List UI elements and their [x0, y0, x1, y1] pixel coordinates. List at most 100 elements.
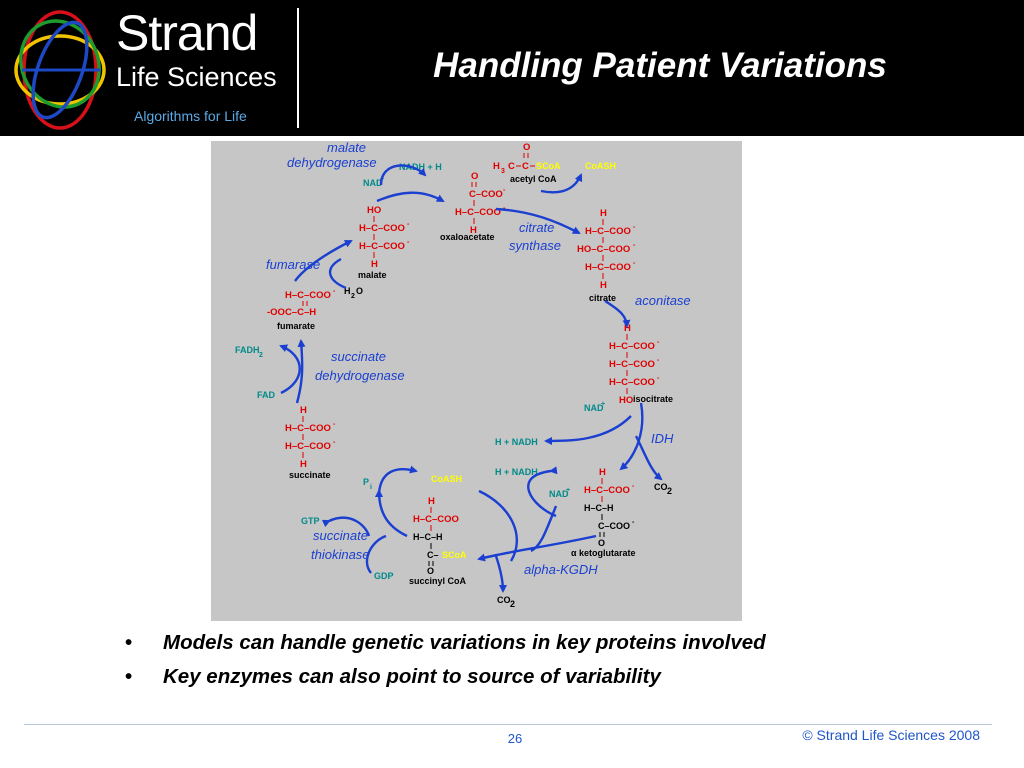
svg-text:C: C — [522, 161, 529, 172]
svg-text:H: H — [300, 405, 307, 416]
logo-brand-subtitle: Life Sciences — [116, 62, 277, 92]
logo-divider — [297, 8, 299, 128]
svg-text:-OOC–C–H: -OOC–C–H — [267, 307, 316, 318]
svg-text:-: - — [657, 357, 660, 364]
svg-text:P: P — [363, 477, 369, 487]
svg-text:NAD: NAD — [549, 489, 569, 499]
enzyme-succinate-thiokinase-line1: succinate — [313, 528, 368, 543]
enzyme-succinate-dehydrogenase-line2: dehydrogenase — [315, 368, 405, 383]
svg-text:H–C–COO: H–C–COO — [609, 341, 655, 352]
svg-text:H–C–COO: H–C–COO — [609, 359, 655, 370]
svg-text:-: - — [632, 483, 635, 490]
svg-text:malate: malate — [358, 270, 387, 280]
cofactor-h2o: H 2 O — [344, 286, 363, 300]
cofactor-nad-idh: NAD + — [584, 401, 605, 413]
svg-text:-: - — [407, 239, 410, 246]
molecule-alpha-ketoglutarate: H H–C–COO- H–C–H C–COO- O α ketoglutarat… — [571, 467, 636, 558]
cofactor-nad-kgdh: NAD + — [549, 487, 570, 499]
cofactor-coash-mid: CoASH — [431, 474, 462, 484]
svg-text:-: - — [633, 242, 636, 249]
svg-text:acetyl CoA: acetyl CoA — [510, 174, 557, 184]
molecule-succinate: H H–C–COO- H–C–COO- H succinate — [285, 405, 336, 480]
cofactor-pi: P i — [363, 477, 372, 491]
svg-text:C–COO: C–COO — [469, 189, 503, 200]
page-number: 26 — [507, 731, 523, 746]
logo-tagline: Algorithms for Life — [134, 108, 247, 124]
reaction-arrows — [279, 164, 663, 593]
cofactor-h-nadh-2: H + NADH — [495, 467, 538, 477]
enzyme-malate-dehydrogenase-line2: dehydrogenase — [287, 155, 377, 170]
svg-text:-: - — [633, 260, 636, 267]
svg-text:H–C–COO: H–C–COO — [359, 241, 405, 252]
svg-text:H–C–COO: H–C–COO — [285, 441, 331, 452]
svg-text:C–COO: C–COO — [598, 521, 630, 531]
enzyme-malate-dehydrogenase-line1: malate — [327, 141, 366, 155]
molecule-fumarate: H–C–COO- -OOC–C–H fumarate — [267, 288, 336, 331]
cofactor-co2-kgdh: CO 2 — [497, 595, 515, 609]
svg-text:-: - — [333, 421, 336, 428]
svg-text:succinate: succinate — [289, 470, 331, 480]
svg-text:succinyl CoA: succinyl CoA — [409, 576, 467, 586]
svg-text:H–C–H: H–C–H — [584, 503, 614, 513]
molecule-malate: HO H–C–COO- H–C–COO- H malate — [358, 205, 410, 280]
enzyme-idh: IDH — [651, 431, 674, 446]
svg-text:oxaloacetate: oxaloacetate — [440, 232, 495, 242]
svg-text:H–C–COO: H–C–COO — [609, 377, 655, 388]
bullet-list: •Models can handle genetic variations in… — [125, 628, 845, 696]
svg-text:H: H — [600, 208, 607, 219]
bullet-item: •Models can handle genetic variations in… — [125, 631, 766, 654]
svg-text:-: - — [503, 187, 506, 194]
svg-text:H–C–COO: H–C–COO — [285, 423, 331, 434]
copyright-text: © Strand Life Sciences 2008 — [802, 727, 980, 743]
cofactor-coash-top: CoASH — [585, 161, 616, 171]
svg-text:H: H — [428, 496, 435, 507]
svg-text:-: - — [333, 439, 336, 446]
svg-text:+: + — [566, 487, 570, 494]
cofactor-co2-idh: CO 2 — [654, 482, 672, 496]
svg-text:H–C–COO: H–C–COO — [584, 485, 630, 496]
svg-text:H: H — [600, 280, 607, 291]
cofactor-fad: FAD — [257, 390, 276, 400]
svg-text:CO: CO — [654, 482, 668, 492]
svg-text:2: 2 — [667, 486, 672, 496]
svg-text:H–C–COO: H–C–COO — [359, 223, 405, 234]
svg-text:+: + — [601, 401, 605, 408]
cofactor-nadh-h-top: NADH + H — [399, 162, 442, 172]
svg-text:α ketoglutarate: α ketoglutarate — [571, 548, 636, 558]
footer-divider — [24, 724, 992, 725]
enzyme-aconitase: aconitase — [635, 293, 691, 308]
svg-text:O: O — [598, 538, 605, 548]
svg-text:3: 3 — [501, 168, 505, 175]
svg-text:-: - — [633, 224, 636, 231]
tca-cycle-diagram: malate dehydrogenase citrate synthase fu… — [211, 140, 742, 621]
svg-text:H: H — [470, 225, 477, 236]
svg-text:citrate: citrate — [589, 293, 616, 303]
strand-logo-icon — [14, 10, 106, 130]
svg-text:-: - — [657, 339, 660, 346]
svg-text:C–: C– — [427, 550, 439, 560]
svg-text:2: 2 — [351, 293, 355, 300]
svg-text:HO: HO — [619, 395, 633, 406]
cofactor-h-nadh-1: H + NADH — [495, 437, 538, 447]
svg-text:-: - — [657, 375, 660, 382]
svg-text:NAD: NAD — [584, 403, 604, 413]
svg-text:fumarate: fumarate — [277, 321, 315, 331]
enzyme-succinate-thiokinase-line2: thiokinase — [311, 547, 370, 562]
svg-text:H: H — [300, 459, 307, 470]
svg-text:O: O — [523, 142, 530, 153]
svg-text:HO–C–COO: HO–C–COO — [577, 244, 630, 255]
svg-text:H–C–COO: H–C–COO — [585, 226, 631, 237]
svg-text:O: O — [427, 566, 434, 576]
svg-text:H: H — [599, 467, 606, 478]
bullet-item: •Key enzymes can also point to source of… — [125, 665, 661, 688]
svg-text:HO: HO — [367, 205, 381, 216]
svg-text:-: - — [333, 288, 336, 295]
svg-text:isocitrate: isocitrate — [633, 394, 673, 404]
cofactor-gdp: GDP — [374, 571, 394, 581]
svg-text:H–C–H: H–C–H — [413, 532, 443, 542]
svg-text:CO: CO — [497, 595, 511, 605]
svg-text:-: - — [407, 221, 410, 228]
slide-title: Handling Patient Variations — [433, 46, 887, 85]
svg-text:SCoA: SCoA — [536, 161, 561, 171]
